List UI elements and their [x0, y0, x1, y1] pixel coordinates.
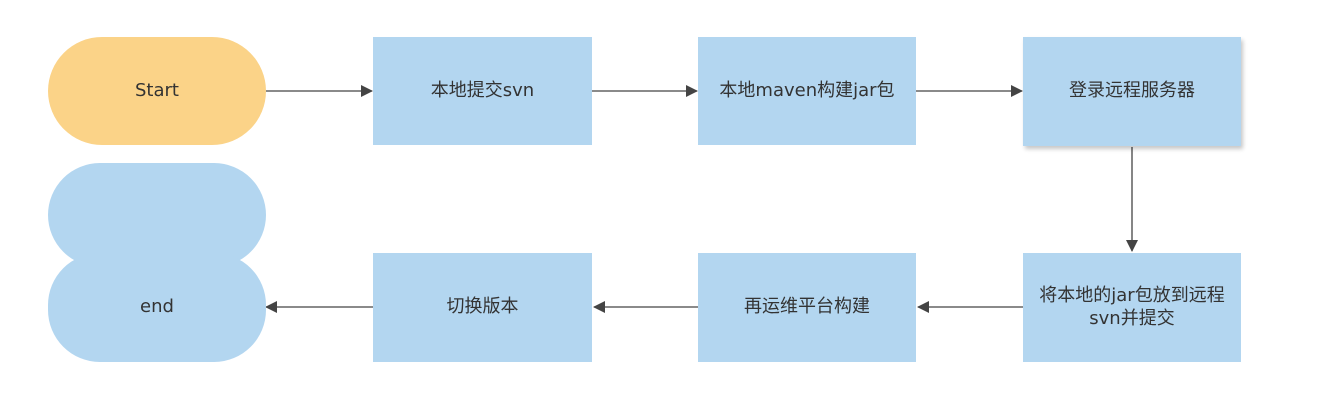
switch-version-step[interactable]: 切换版本 [373, 253, 592, 362]
commit-svn-label: 本地提交svn [430, 79, 535, 101]
end-terminal-upper-shape [48, 163, 266, 267]
put-jar-label: 将本地的jar包放到远程svn并提交 [1039, 285, 1225, 329]
end-terminal[interactable]: end [48, 253, 266, 362]
end-terminal-lower-shape [48, 253, 266, 362]
start-terminal[interactable]: Start [48, 37, 266, 145]
login-server-label: 登录远程服务器 [1069, 80, 1195, 102]
switch-version-label: 切换版本 [446, 296, 519, 318]
commit-svn-step[interactable]: 本地提交svn [373, 37, 592, 145]
maven-build-label: 本地maven构建jar包 [719, 79, 895, 101]
start-label: Start [135, 79, 179, 101]
put-jar-step[interactable]: 将本地的jar包放到远程svn并提交 [1023, 253, 1241, 362]
maven-build-step[interactable]: 本地maven构建jar包 [698, 37, 916, 145]
ops-build-step[interactable]: 再运维平台构建 [698, 253, 916, 362]
ops-build-label: 再运维平台构建 [744, 296, 870, 318]
login-server-step[interactable]: 登录远程服务器 [1023, 37, 1241, 146]
end-label: end [140, 296, 174, 318]
